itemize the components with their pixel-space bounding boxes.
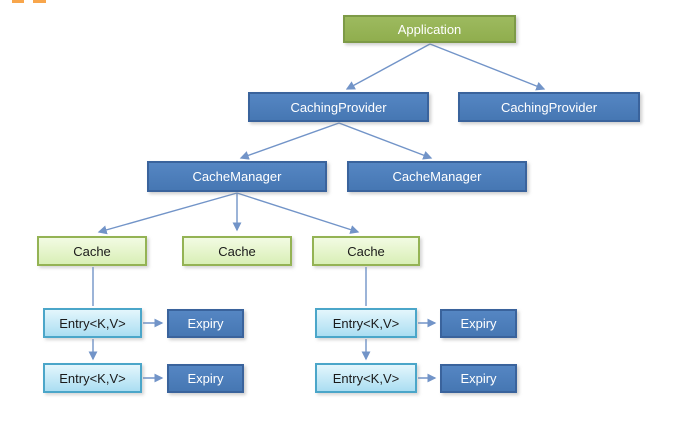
node-caching-provider-2: CachingProvider <box>458 92 640 122</box>
node-cache-1: Cache <box>37 236 147 266</box>
node-cache-manager-2: CacheManager <box>347 161 527 192</box>
edge-cachemanager1-cache3 <box>236 192 360 234</box>
node-entry-right-1: Entry<K,V> <box>315 308 417 338</box>
edge-application-cachingprovider1 <box>345 43 431 90</box>
edge-application-cachingprovider2 <box>429 43 546 91</box>
node-entry-left-2: Entry<K,V> <box>43 363 142 393</box>
node-cache-3: Cache <box>312 236 420 266</box>
orange-logo-fragment-icon <box>33 0 46 3</box>
edge-cachemanager1-cache1 <box>97 192 238 235</box>
node-entry-right-2: Entry<K,V> <box>315 363 417 393</box>
edge-cachingprovider1-cachemanager1 <box>239 122 340 160</box>
node-cache-manager-1: CacheManager <box>147 161 327 192</box>
node-expiry-left-2: Expiry <box>167 364 244 393</box>
node-caching-provider-1: CachingProvider <box>248 92 429 122</box>
orange-logo-fragment-icon <box>12 0 24 3</box>
edge-cachingprovider1-cachemanager2 <box>338 122 433 160</box>
node-cache-2: Cache <box>182 236 292 266</box>
node-entry-left-1: Entry<K,V> <box>43 308 142 338</box>
node-expiry-right-2: Expiry <box>440 364 517 393</box>
node-expiry-left-1: Expiry <box>167 309 244 338</box>
node-expiry-right-1: Expiry <box>440 309 517 338</box>
node-application: Application <box>343 15 516 43</box>
